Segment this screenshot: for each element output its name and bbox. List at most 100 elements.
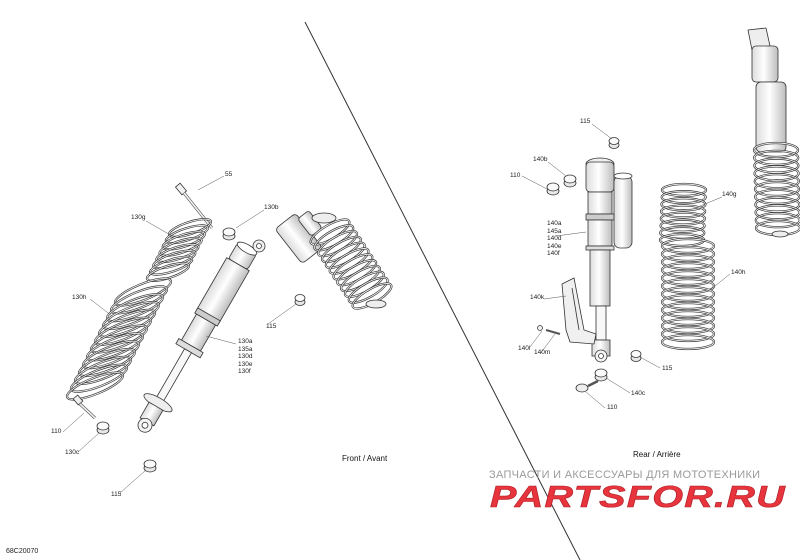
front-nut-130b-shape <box>222 227 236 241</box>
front-part-label-130h: 130h <box>72 294 87 301</box>
rear-bolt-110a-shape <box>546 182 560 196</box>
front-nut-115b-shape <box>143 459 157 473</box>
front-part-label-130d: 130d <box>238 353 253 360</box>
spring-coil <box>661 183 707 197</box>
spring-coil <box>754 197 800 213</box>
rear-part-label-140h: 140h <box>731 269 746 276</box>
spring-coil <box>661 270 715 286</box>
rear-nut-140b-shape <box>563 174 577 188</box>
front-shock-assembled-shape <box>276 211 393 310</box>
spring-coil <box>348 277 389 304</box>
spring-coil <box>754 173 800 189</box>
spring-coil <box>661 318 715 334</box>
front-spring-130g-shape <box>145 218 213 282</box>
spring-coil <box>753 158 799 174</box>
rear-part-label-140m: 140m <box>534 349 551 356</box>
spring-coil <box>661 302 715 318</box>
spring-coil <box>659 226 705 240</box>
rear-part-label-140l: 140l <box>518 345 531 352</box>
front-part-label-55: 55 <box>225 171 233 178</box>
spring-coil <box>149 256 193 276</box>
spring-coil <box>162 231 206 250</box>
front-shock-shape <box>137 239 266 433</box>
spring-coil <box>661 310 715 326</box>
front-part-label-stack: 130a 135a 130d 130e 130f <box>238 338 252 376</box>
spring-coil <box>661 286 715 302</box>
spring-coil <box>661 254 715 270</box>
rear-bracket-140k-shape <box>561 277 597 345</box>
spring-coil <box>152 250 196 269</box>
front-part-label-130a: 130a <box>238 338 253 345</box>
rear-nut-140c-shape <box>594 368 608 382</box>
spring-coil <box>661 326 715 342</box>
rear-part-label-115b: 115 <box>662 365 673 372</box>
rear-part-label-140d: 140d <box>547 235 562 242</box>
rear-part-label-140g: 140g <box>722 191 737 198</box>
rear-part-label-140b: 140b <box>533 156 548 163</box>
spring-coil <box>660 197 706 211</box>
front-part-label-130g: 130g <box>131 214 146 221</box>
front-nut-115a-shape <box>294 294 306 306</box>
rear-leader-lines <box>521 123 731 409</box>
spring-coil <box>660 204 706 218</box>
spring-coil <box>66 372 124 400</box>
spring-coil <box>155 243 199 263</box>
spring-coil <box>168 218 212 238</box>
front-part-label-130c: 130c <box>65 449 80 456</box>
rear-part-label-115a: 115 <box>580 118 591 125</box>
front-part-label-115b: 115 <box>111 491 122 498</box>
rear-bolt-110b-shape <box>575 379 599 393</box>
rear-spring-140g-shape <box>658 182 708 248</box>
spring-coil <box>661 190 707 204</box>
rear-part-label-140k: 140k <box>530 294 545 301</box>
section-divider <box>304 21 581 560</box>
rear-part-label-140e: 140e <box>547 242 562 250</box>
front-part-label-135a: 135a <box>238 345 253 353</box>
spring-coil <box>661 262 715 278</box>
front-part-label-110: 110 <box>51 428 62 435</box>
spring-coil <box>165 224 209 244</box>
rear-part-label-140c: 140c <box>631 390 646 397</box>
spring-coil <box>661 334 715 350</box>
svg-text:PARTSFOR.RU: PARTSFOR.RU <box>490 479 787 514</box>
front-bolt-110-shape <box>72 394 97 420</box>
rear-part-label-140f: 140f <box>547 250 560 257</box>
rear-pin-140l-shape <box>537 325 561 335</box>
rear-nut-115a-shape <box>608 137 620 149</box>
front-bolt-55-shape <box>174 182 214 229</box>
front-leader-lines <box>62 175 297 494</box>
spring-coil <box>754 165 800 181</box>
spring-coil <box>661 294 715 310</box>
front-nut-130c-shape <box>96 421 110 435</box>
front-part-label-115a: 115 <box>266 323 277 330</box>
spring-coil <box>159 237 203 257</box>
front-part-label-130f: 130f <box>238 368 251 375</box>
rear-nut-115b-shape <box>630 350 642 362</box>
watermark-text: ЗАПЧАСТИ И АКСЕССУАРЫ ДЛЯ МОТОТЕХНИКИ <box>489 469 761 481</box>
rear-part-label-stack: 140a 145a 140d 140e 140f <box>547 220 561 258</box>
spring-coil <box>660 212 706 226</box>
front-part-label-130b: 130b <box>264 204 279 211</box>
rear-section-title: Rear / Arrière <box>633 450 681 459</box>
front-spring-130h-shape <box>65 277 173 401</box>
spring-coil <box>660 219 706 233</box>
spring-coil <box>753 142 799 158</box>
rear-shock-assembled-shape <box>747 27 800 238</box>
rear-part-label-110a: 110 <box>510 172 521 179</box>
spring-coil <box>753 150 799 166</box>
rear-part-label-145a: 145a <box>547 227 562 235</box>
spring-coil <box>661 246 715 262</box>
spring-coil <box>661 278 715 294</box>
rear-part-label-110b: 110 <box>607 404 618 411</box>
front-part-label-130e: 130e <box>238 360 253 368</box>
spring-coil <box>754 189 800 205</box>
front-section-title: Front / Avant <box>342 454 388 463</box>
spring-coil <box>754 181 800 197</box>
spring-coil <box>661 238 715 254</box>
rear-part-label-140a: 140a <box>547 220 562 227</box>
spring-coil <box>146 262 190 282</box>
watermark-logo: PARTSFOR.RU <box>490 479 787 515</box>
figure-code: 68C20070 <box>6 548 39 555</box>
